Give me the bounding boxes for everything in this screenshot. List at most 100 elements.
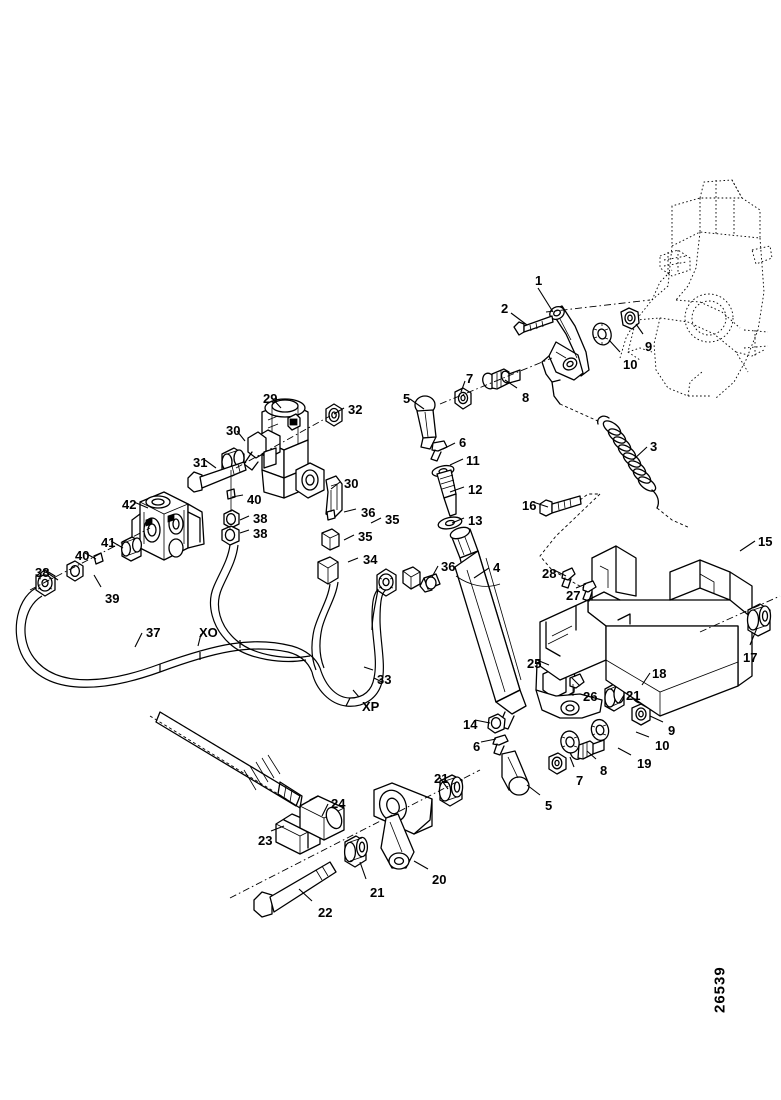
part-21-bushing-right (604, 682, 625, 712)
axis-valve-block (235, 415, 331, 469)
hose-upper-left (209, 544, 311, 663)
part-35-clamp-a (321, 528, 340, 551)
callout-12: 12 (468, 482, 483, 497)
callout-32: 32 (348, 402, 363, 417)
figure-number: 26539 (711, 966, 729, 1014)
callout-10a: 10 (623, 357, 638, 372)
leader-39 (93, 574, 102, 588)
part-36-clamp-cylinder (419, 573, 441, 593)
part-24-coupler (299, 795, 345, 841)
part-20-lever (373, 782, 433, 870)
part-5-rod-end-upper (414, 395, 437, 450)
leader-30a (236, 430, 246, 442)
leader-37 (134, 632, 143, 648)
leader-10a (608, 339, 621, 353)
part-38-fitting-a (223, 509, 240, 529)
leader-21a (439, 777, 449, 790)
callout-13: 13 (468, 513, 483, 528)
callout-3: 3 (650, 439, 658, 454)
callout-6b: 6 (473, 739, 481, 754)
callout-33: 33 (377, 672, 392, 687)
part-2-bolt (513, 315, 554, 336)
part-6-clip-lower (492, 734, 509, 756)
leader-1 (537, 287, 554, 313)
leader-21b (359, 861, 367, 880)
callout-24: 24 (331, 796, 346, 811)
part-17-bushing (746, 603, 772, 637)
callout-8a: 8 (522, 390, 530, 405)
part-13-washer (437, 516, 463, 530)
leader-3 (632, 446, 648, 461)
leader-36a (343, 508, 357, 513)
callout-38c: 38 (253, 526, 268, 541)
part-1-bellcrank (541, 305, 590, 405)
bolt-16-leader (579, 493, 600, 501)
part-36-pin (326, 490, 336, 521)
part-10-washer-lower (590, 718, 610, 742)
callout-30a: 30 (226, 423, 241, 438)
callout-37: 37 (146, 625, 161, 640)
leader-26 (571, 677, 581, 687)
leader-11 (449, 458, 464, 466)
callout-39: 39 (105, 591, 120, 606)
leader-29 (271, 397, 282, 409)
leader-19 (617, 747, 632, 756)
part-19-washer (560, 730, 580, 754)
leader-31 (204, 459, 217, 469)
ghost-housing (619, 179, 773, 399)
part-22-bolt (253, 861, 337, 918)
callout-10b: 10 (655, 738, 670, 753)
callout-38a: 38 (35, 565, 50, 580)
leader-7a (460, 380, 466, 393)
callout-34: 34 (363, 552, 378, 567)
spring-link-upper (559, 403, 601, 423)
part-4-cylinder (449, 526, 527, 730)
leader-9b (649, 715, 664, 723)
callout-11: 11 (466, 453, 480, 468)
callout-14: 14 (463, 717, 478, 732)
part-39-nut (66, 560, 84, 582)
callout-40b: 40 (247, 492, 262, 507)
leader-23 (270, 825, 285, 832)
callout-40a: 40 (75, 548, 90, 563)
leader-5a (409, 398, 425, 410)
part-32-fitting (325, 403, 343, 427)
callout-36a: 36 (361, 505, 376, 520)
part-16-bolt (539, 495, 582, 517)
callout-19: 19 (637, 756, 652, 771)
leader-21c (618, 694, 625, 704)
callout-5a: 5 (403, 391, 411, 406)
leader-30b (330, 481, 341, 490)
leader-15 (739, 540, 756, 552)
callout-27: 27 (566, 588, 581, 603)
hose-33-xp (311, 588, 387, 707)
part-14-nut (487, 713, 506, 734)
leader-35a (343, 534, 355, 541)
callout-XP: XP (362, 699, 380, 714)
callout-9b: 9 (668, 723, 676, 738)
part-38-hose-end-left (35, 569, 56, 597)
leader-32 (333, 407, 345, 415)
part-29-valve-block (243, 398, 325, 499)
callout-25: 25 (527, 656, 542, 671)
part-7-nut-upper (454, 387, 472, 410)
part-30-bracket-right (325, 475, 343, 519)
callout-21a: 21 (434, 771, 449, 786)
part-31-bolt (187, 461, 247, 493)
part-3-spring (597, 415, 659, 509)
leader-38b (239, 515, 250, 521)
leader-2 (510, 312, 528, 326)
part-38-fitting-b (221, 525, 240, 546)
callout-29: 29 (263, 391, 278, 406)
callout-42: 42 (122, 497, 137, 512)
callout-21c: 21 (626, 688, 641, 703)
leader-36b (431, 565, 439, 578)
callout-17: 17 (743, 650, 758, 665)
part-7-nut-lower (548, 752, 567, 775)
part-41-fitting (120, 536, 143, 562)
callout-22: 22 (318, 905, 333, 920)
part-shaft-ghost (149, 711, 303, 809)
callout-4: 4 (493, 560, 501, 575)
part-12-stud (436, 469, 457, 517)
